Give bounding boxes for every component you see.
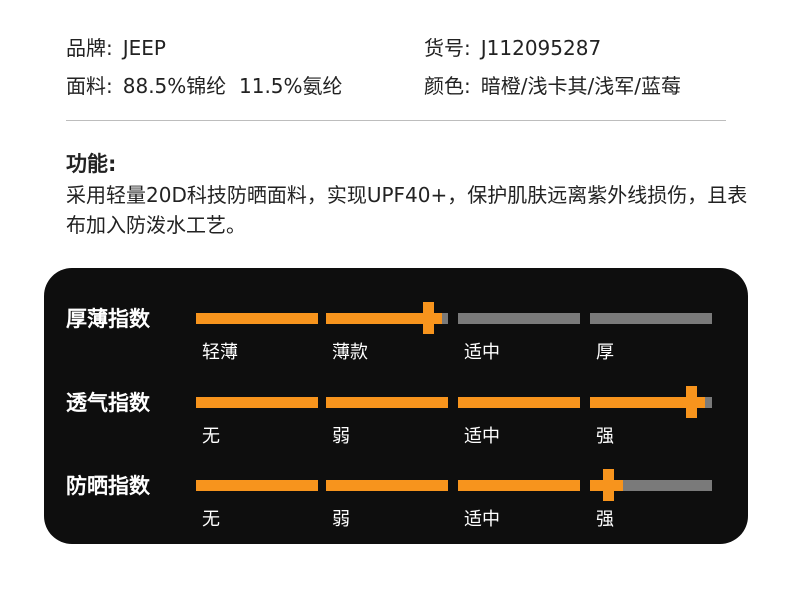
spec-item-no: 货号: J112095287 [424, 32, 601, 61]
index-1-segment-2-fill [458, 397, 580, 408]
index-1-segment-3-fill [590, 397, 692, 408]
index-2-segment-0-fill [196, 480, 318, 491]
spec-fabric-label: 面料: [66, 74, 113, 98]
spec-item-no-value: J112095287 [480, 36, 602, 60]
index-1-level-1: 弱 [332, 426, 350, 447]
index-0-level-2: 适中 [464, 342, 500, 363]
index-1-level-0: 无 [202, 426, 220, 447]
spec-color: 颜色: 暗橙/浅卡其/浅军/蓝莓 [424, 70, 681, 99]
index-2-level-3: 强 [596, 509, 614, 530]
spec-fabric-value: 88.5%锦纶 11.5%氨纶 [122, 74, 343, 98]
index-2-segment-1-fill [326, 480, 448, 491]
index-0-segment-1-fill [326, 313, 429, 324]
spec-item-no-label: 货号: [424, 36, 471, 60]
spec-color-label: 颜色: [424, 74, 471, 98]
index-2-level-2: 适中 [464, 509, 500, 530]
function-title: 功能: [66, 152, 117, 176]
index-0-level-0: 轻薄 [202, 342, 238, 363]
index-2-segment-2-fill [458, 480, 580, 491]
index-1-level-2: 适中 [464, 426, 500, 447]
spec-brand-value: JEEP [122, 36, 166, 60]
index-0-marker-crossbar [414, 313, 443, 324]
spec-color-value: 暗橙/浅卡其/浅军/蓝莓 [480, 74, 681, 98]
spec-brand-label: 品牌: [66, 36, 113, 60]
function-description: 采用轻量20D科技防晒面料，实现UPF40+，保护肌肤远离紫外线损伤，且表布加入… [66, 183, 748, 237]
index-1-marker-crossbar [677, 397, 706, 408]
index-title-1: 透气指数 [66, 391, 150, 415]
index-title-0: 厚薄指数 [66, 307, 150, 331]
index-panel: 厚薄指数轻薄薄款适中厚透气指数无弱适中强防晒指数无弱适中强 [44, 268, 748, 544]
index-0-segment-2-track [458, 313, 580, 324]
spec-fabric: 面料: 88.5%锦纶 11.5%氨纶 [66, 70, 343, 99]
index-2-level-0: 无 [202, 509, 220, 530]
index-2-segment-3-track [608, 480, 712, 491]
index-1-segment-0-fill [196, 397, 318, 408]
index-0-segment-0-fill [196, 313, 318, 324]
index-1-level-3: 强 [596, 426, 614, 447]
index-0-level-1: 薄款 [332, 342, 368, 363]
index-0-level-3: 厚 [596, 342, 614, 363]
index-2-marker-crossbar [594, 480, 623, 491]
section-divider [66, 120, 726, 121]
index-title-2: 防晒指数 [66, 474, 150, 498]
spec-brand: 品牌: JEEP [66, 32, 166, 61]
index-1-segment-1-fill [326, 397, 448, 408]
index-0-segment-3-track [590, 313, 712, 324]
index-2-level-1: 弱 [332, 509, 350, 530]
